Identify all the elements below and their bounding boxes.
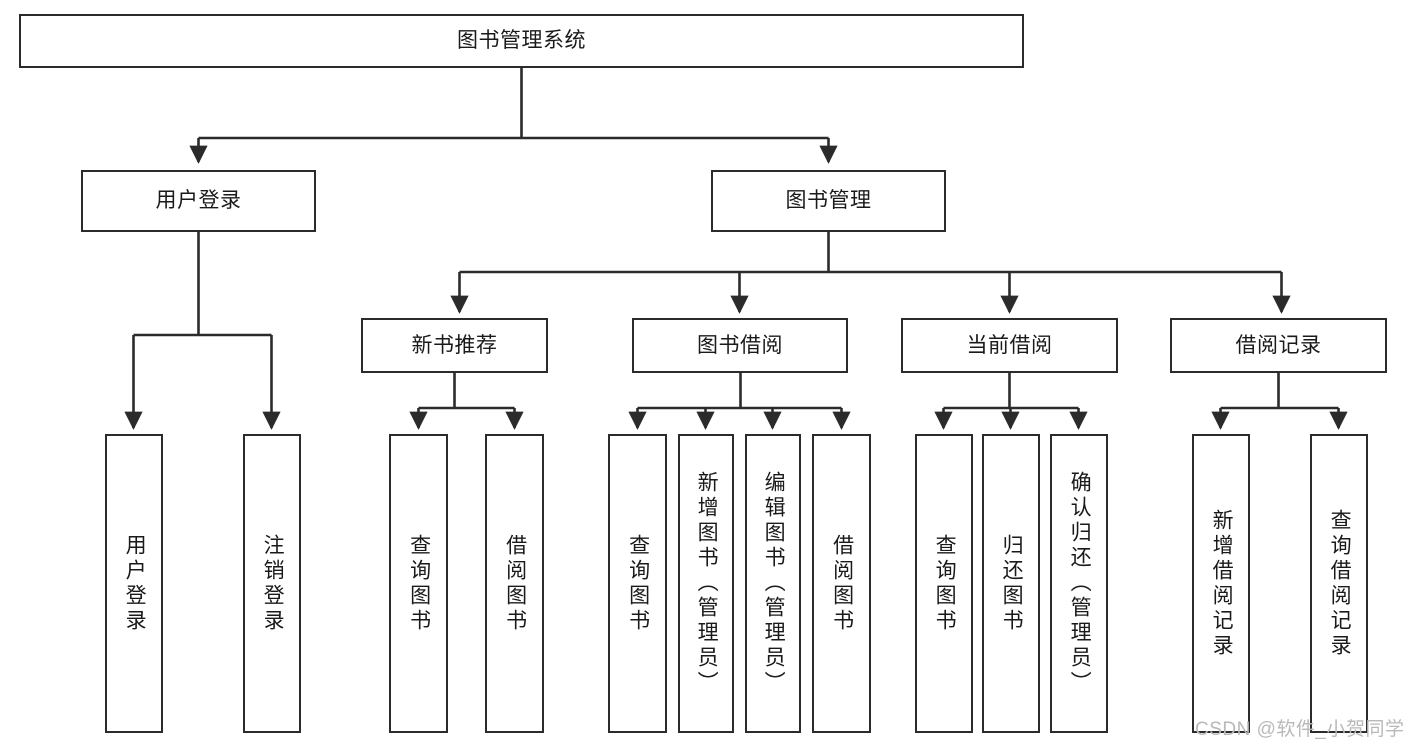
node-current-borrow-label: 当前借阅	[966, 333, 1053, 357]
leaf-confirm-return-admin-label: 确认归还（管理员）	[1068, 471, 1092, 696]
leaf-query-book-borrow-label: 查询图书	[626, 533, 650, 634]
leaf-confirm-return-admin[interactable]: 确认归还（管理员）	[1050, 434, 1108, 733]
edge-group-new-book	[409, 373, 524, 430]
leaf-add-borrow-record-label: 新增借阅记录	[1210, 508, 1234, 659]
node-new-book-recommend-label: 新书推荐	[411, 333, 498, 357]
node-book-management-label: 图书管理	[785, 189, 872, 213]
leaf-query-book-borrow[interactable]: 查询图书	[608, 434, 667, 733]
leaf-edit-book-admin-label: 编辑图书（管理员）	[762, 471, 786, 696]
node-borrow-records-label: 借阅记录	[1235, 333, 1322, 357]
leaf-user-logout-label: 注销登录	[261, 533, 285, 634]
leaf-query-book-current[interactable]: 查询图书	[915, 434, 973, 733]
edge-group-book-manage	[450, 232, 1291, 314]
leaf-borrow-book[interactable]: 借阅图书	[812, 434, 871, 733]
node-user-login-label: 用户登录	[155, 189, 242, 213]
leaf-query-book-rec[interactable]: 查询图书	[389, 434, 448, 733]
edge-group-records	[1211, 373, 1348, 430]
node-root[interactable]: 图书管理系统	[19, 14, 1024, 68]
leaf-query-book-current-label: 查询图书	[933, 533, 957, 634]
leaf-return-book-label: 归还图书	[1000, 533, 1024, 634]
leaf-add-borrow-record[interactable]: 新增借阅记录	[1192, 434, 1250, 733]
edge-group-user-login	[124, 232, 281, 430]
leaf-user-login[interactable]: 用户登录	[105, 434, 163, 733]
leaf-query-borrow-record[interactable]: 查询借阅记录	[1310, 434, 1368, 733]
leaf-borrow-book-label: 借阅图书	[830, 533, 854, 634]
leaf-borrow-book-rec[interactable]: 借阅图书	[485, 434, 544, 733]
leaf-return-book[interactable]: 归还图书	[982, 434, 1040, 733]
node-user-login[interactable]: 用户登录	[81, 170, 316, 232]
watermark-text: CSDN @软件_小贺同学	[1195, 719, 1405, 740]
node-book-borrow-label: 图书借阅	[697, 333, 783, 357]
leaf-edit-book-admin[interactable]: 编辑图书（管理员）	[745, 434, 801, 733]
leaf-borrow-book-rec-label: 借阅图书	[503, 533, 527, 634]
edge-group-borrow	[628, 373, 851, 430]
leaf-add-book-admin-label: 新增图书（管理员）	[695, 471, 719, 696]
node-root-label: 图书管理系统	[457, 29, 586, 53]
leaf-add-book-admin[interactable]: 新增图书（管理员）	[678, 434, 734, 733]
edge-group-current	[934, 373, 1088, 430]
leaf-query-book-rec-label: 查询图书	[407, 533, 431, 634]
node-book-management[interactable]: 图书管理	[711, 170, 946, 232]
node-borrow-records[interactable]: 借阅记录	[1170, 318, 1387, 373]
node-new-book-recommend[interactable]: 新书推荐	[361, 318, 548, 373]
node-current-borrow[interactable]: 当前借阅	[901, 318, 1118, 373]
node-book-borrow[interactable]: 图书借阅	[632, 318, 848, 373]
leaf-query-borrow-record-label: 查询借阅记录	[1328, 508, 1352, 659]
edge-group-root	[189, 68, 838, 164]
leaf-user-login-label: 用户登录	[123, 533, 147, 634]
leaf-user-logout[interactable]: 注销登录	[243, 434, 301, 733]
